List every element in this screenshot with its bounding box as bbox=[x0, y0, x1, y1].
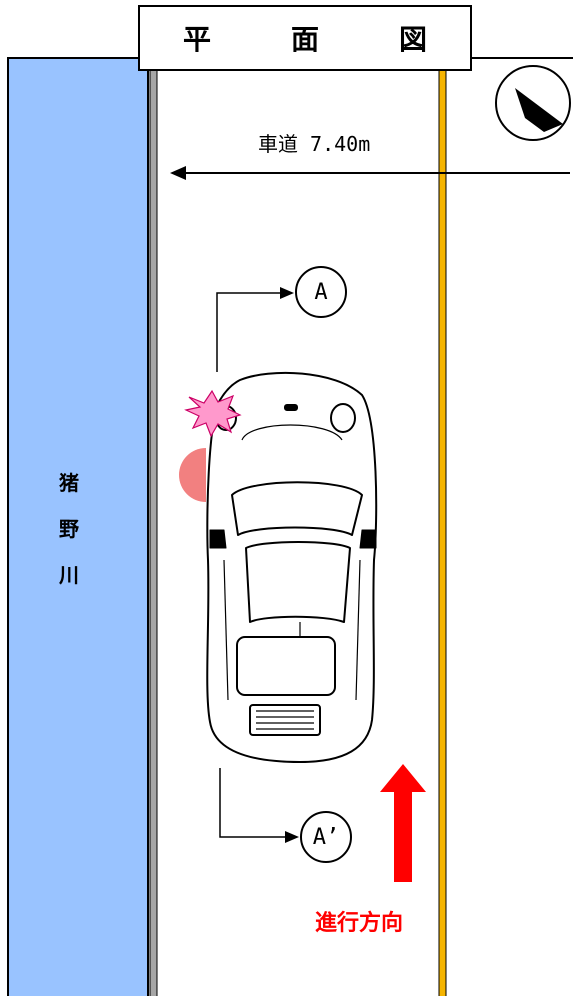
centerline bbox=[438, 57, 447, 996]
river-name-char: 野 bbox=[59, 517, 79, 541]
title-box: 平 面 図 bbox=[138, 5, 472, 71]
impact-burst-icon bbox=[184, 389, 242, 438]
diagram-title: 平 面 図 bbox=[182, 23, 453, 56]
river-name-char: 川 bbox=[59, 563, 79, 587]
north-arrow-icon bbox=[495, 65, 571, 141]
river bbox=[7, 57, 149, 996]
river-name: 猪 野 川 bbox=[0, 460, 138, 598]
river-name-char: 猪 bbox=[59, 471, 79, 495]
pedestrian-marker bbox=[179, 448, 206, 502]
section-a-leader bbox=[216, 287, 294, 372]
section-a-prime-leader bbox=[219, 768, 299, 843]
direction-arrow-icon bbox=[380, 764, 426, 882]
road-width-arrow bbox=[170, 166, 570, 180]
section-a-prime-label: A’ bbox=[300, 811, 352, 863]
direction-label: 進行方向 bbox=[315, 911, 404, 936]
car-icon bbox=[206, 371, 378, 763]
curb-line bbox=[149, 57, 158, 996]
section-a-label: A bbox=[295, 266, 347, 318]
road-width-label: 車道 7.40m bbox=[252, 128, 377, 157]
